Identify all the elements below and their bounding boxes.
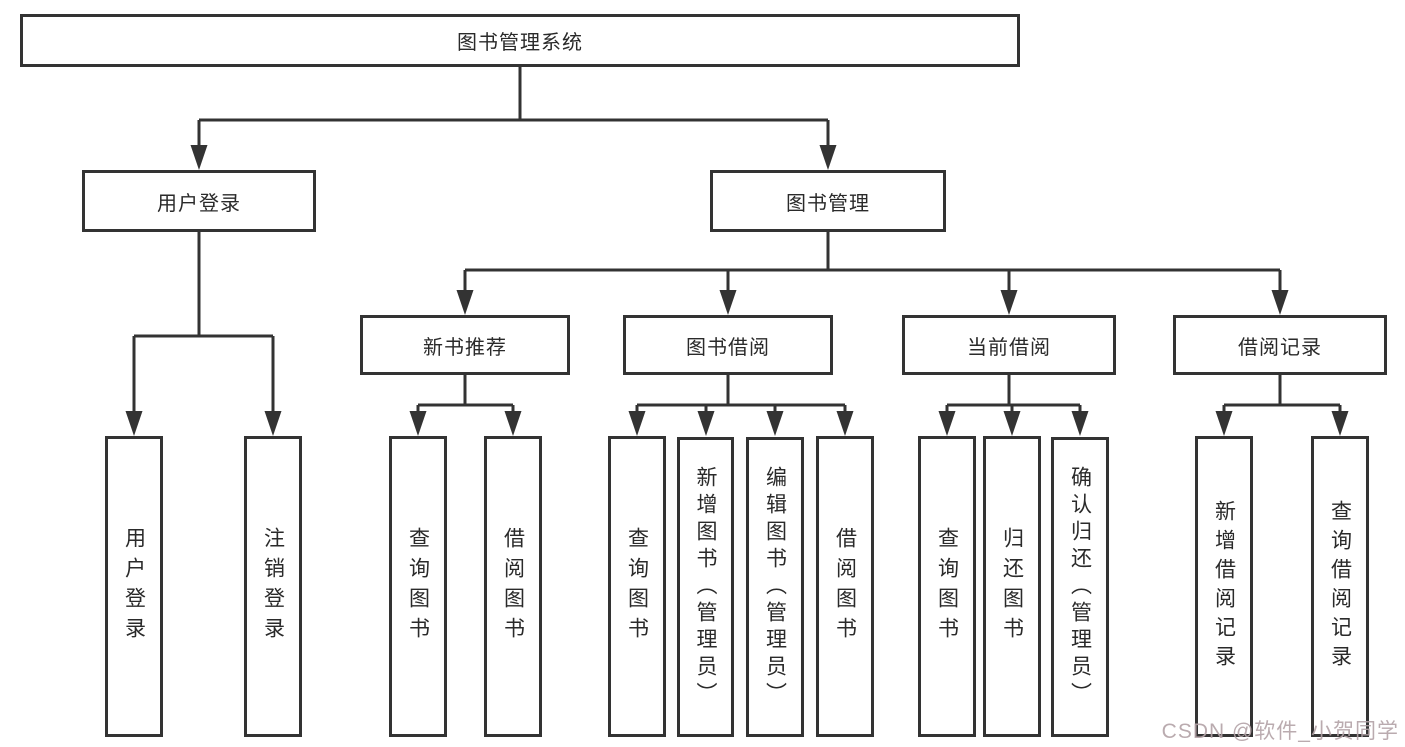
- leaf-user-login: 用户登录: [105, 436, 163, 737]
- leaf-confirm-return-admin: 确认归还（管理员）: [1051, 437, 1109, 737]
- leaf-query-book-3: 查询图书: [918, 436, 976, 737]
- leaf-return-book: 归还图书: [983, 436, 1041, 737]
- node-book-borrow: 图书借阅: [623, 315, 833, 375]
- leaf-query-borrow-record: 查询借阅记录: [1311, 436, 1369, 737]
- node-user-login: 用户登录: [82, 170, 316, 232]
- leaf-borrow-book-2: 借阅图书: [816, 436, 874, 737]
- leaf-logout: 注销登录: [244, 436, 302, 737]
- leaf-borrow-book-1: 借阅图书: [484, 436, 542, 737]
- node-book-management: 图书管理: [710, 170, 946, 232]
- leaf-query-book-1: 查询图书: [389, 436, 447, 737]
- leaf-add-book-admin: 新增图书（管理员）: [677, 437, 734, 737]
- leaf-add-borrow-record: 新增借阅记录: [1195, 436, 1253, 737]
- node-library-management-system: 图书管理系统: [20, 14, 1020, 67]
- leaf-edit-book-admin: 编辑图书（管理员）: [746, 437, 804, 737]
- node-current-borrow: 当前借阅: [902, 315, 1116, 375]
- node-borrow-record: 借阅记录: [1173, 315, 1387, 375]
- leaf-query-book-2: 查询图书: [608, 436, 666, 737]
- node-new-book-recommend: 新书推荐: [360, 315, 570, 375]
- arrowhead-icons: [125, 145, 1349, 436]
- csdn-watermark: CSDN @软件_小贺同学: [1161, 720, 1399, 743]
